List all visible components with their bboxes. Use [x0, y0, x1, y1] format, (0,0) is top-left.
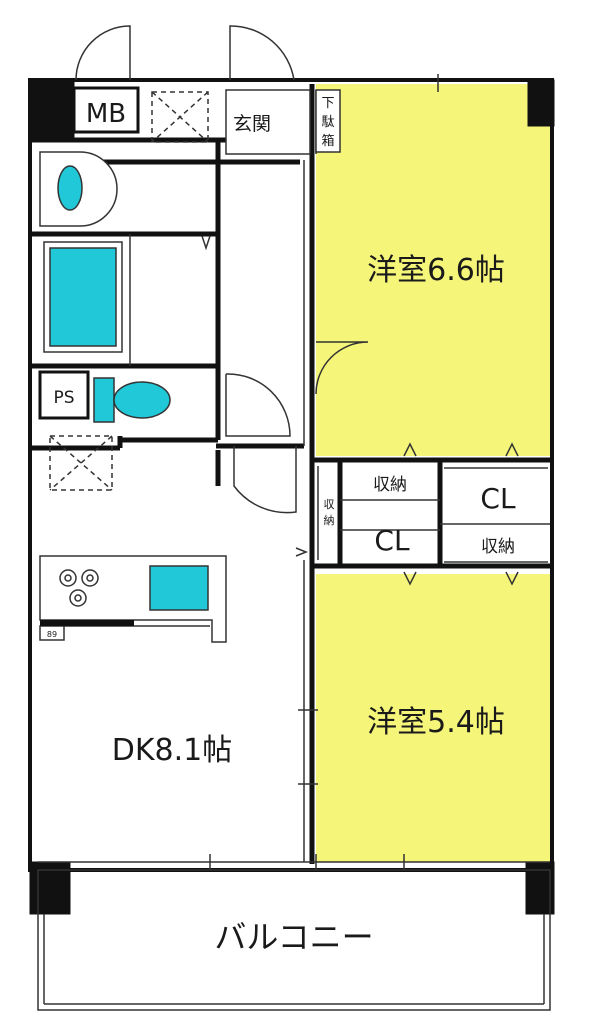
washbasin [39, 151, 118, 227]
storage-label-top: 収納 [373, 475, 407, 495]
mb-label: MB [86, 99, 126, 129]
fridge-mark: 89 [47, 630, 57, 639]
washer-pan [151, 91, 209, 143]
entrance-label: 玄関 [233, 113, 271, 135]
balcony-label: バルコニー [214, 918, 373, 956]
vent-markers [403, 442, 519, 586]
shoe-box-label-3: 箱 [321, 133, 334, 149]
closet-label-right: CL [480, 482, 516, 515]
thin-lines [38, 160, 550, 863]
shoe-box-label-1: 下 [321, 96, 334, 111]
mb-box [72, 86, 140, 134]
toilet [93, 377, 171, 423]
bedroom1-label: 洋室6.6帖 [367, 253, 505, 288]
balcony-outline [37, 869, 551, 1011]
fridge-space [49, 435, 113, 491]
storage-label-bottom: 収納 [481, 537, 515, 557]
storage-vertical-2: 納 [324, 514, 335, 527]
storage-vertical-1: 収 [324, 498, 335, 511]
bedroom2-floor [316, 574, 550, 862]
bathtub [43, 241, 123, 353]
ps-box [38, 370, 90, 420]
entrance-box [225, 89, 311, 155]
kitchen-counter [39, 555, 227, 643]
shoe-box-label-2: 駄 [321, 115, 334, 130]
shoe-box-cell [315, 89, 341, 153]
window-ticks [209, 74, 439, 870]
ps-label: PS [53, 388, 74, 408]
closet-label-left: CL [374, 524, 410, 557]
bedroom1-floor [316, 84, 550, 456]
bedroom2-label: 洋室5.4帖 [367, 705, 505, 740]
door-arcs [75, 25, 369, 557]
dk-label: DK8.1帖 [112, 733, 232, 768]
